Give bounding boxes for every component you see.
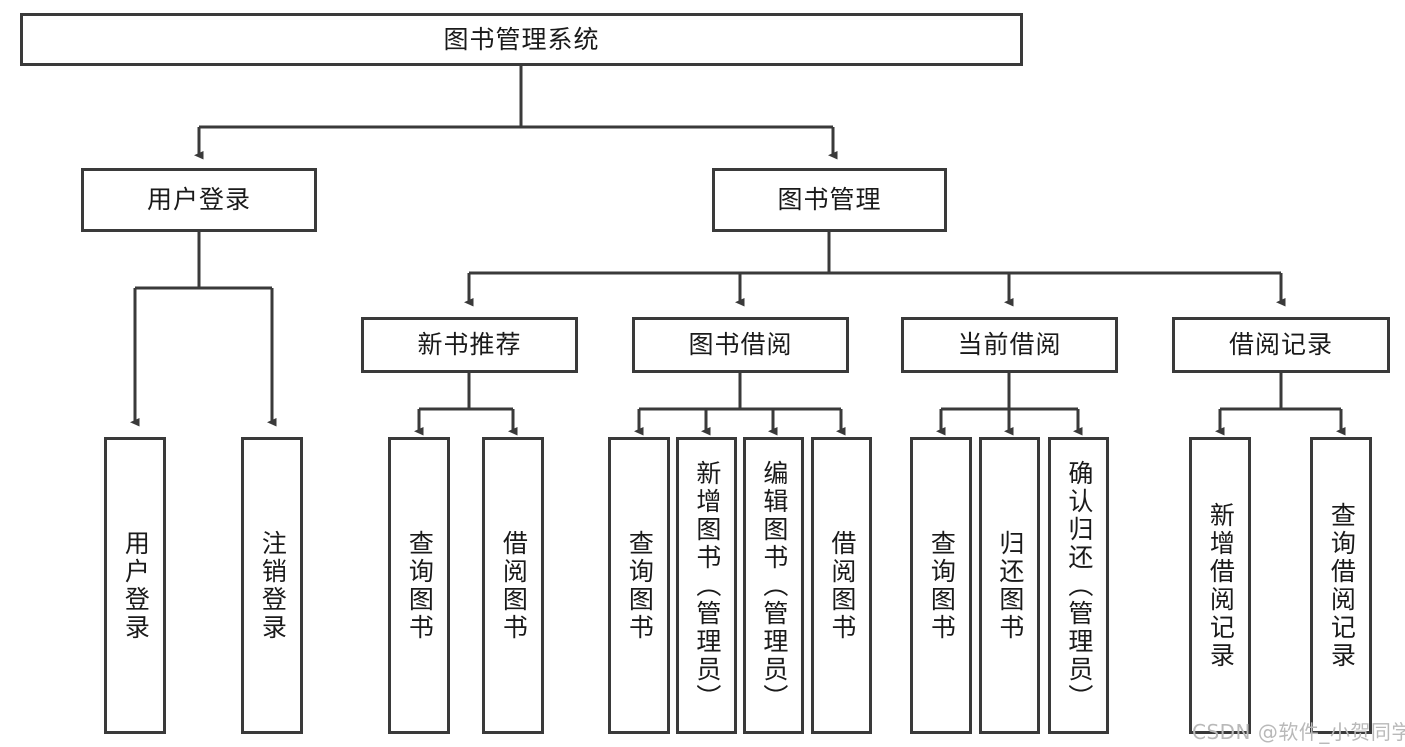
- node-label: 新增借阅记录: [1206, 501, 1236, 670]
- node-label: 图书借阅: [688, 330, 793, 359]
- leaf-book-borrow-query[interactable]: 查询图书: [608, 437, 670, 734]
- node-new-book-recommendation[interactable]: 新书推荐: [361, 317, 578, 373]
- leaf-user-login-login[interactable]: 用户登录: [104, 437, 166, 734]
- node-label: 图书管理: [777, 185, 882, 214]
- node-borrow-record[interactable]: 借阅记录: [1172, 317, 1390, 373]
- leaf-book-borrow-add-admin[interactable]: 新增图书（管理员）: [676, 437, 737, 734]
- leaf-new-book-borrow[interactable]: 借阅图书: [482, 437, 544, 734]
- leaf-borrow-record-add[interactable]: 新增借阅记录: [1189, 437, 1251, 734]
- node-label: 注销登录: [258, 529, 288, 642]
- node-user-login[interactable]: 用户登录: [81, 168, 317, 232]
- leaf-current-borrow-confirm-admin[interactable]: 确认归还（管理员）: [1048, 437, 1109, 734]
- leaf-current-borrow-return[interactable]: 归还图书: [979, 437, 1040, 734]
- node-root-book-management-system[interactable]: 图书管理系统: [20, 13, 1023, 66]
- node-label: 新增图书（管理员）: [692, 459, 722, 712]
- node-label: 借阅记录: [1228, 330, 1333, 359]
- leaf-book-borrow-borrow[interactable]: 借阅图书: [811, 437, 872, 734]
- node-label: 新书推荐: [417, 330, 522, 359]
- leaf-user-login-logout[interactable]: 注销登录: [241, 437, 303, 734]
- node-label: 借阅图书: [827, 529, 857, 642]
- node-label: 查询借阅记录: [1327, 501, 1357, 670]
- node-book-management[interactable]: 图书管理: [712, 168, 947, 232]
- node-label: 查询图书: [625, 529, 655, 642]
- node-label: 确认归还（管理员）: [1064, 459, 1094, 712]
- node-label: 当前借阅: [957, 330, 1062, 359]
- leaf-book-borrow-edit-admin[interactable]: 编辑图书（管理员）: [743, 437, 804, 734]
- node-label: 借阅图书: [499, 529, 529, 642]
- node-label: 查询图书: [927, 529, 957, 642]
- node-label: 用户登录: [146, 185, 251, 214]
- node-current-borrowing[interactable]: 当前借阅: [901, 317, 1118, 373]
- node-label: 图书管理系统: [443, 24, 600, 54]
- leaf-new-book-query[interactable]: 查询图书: [388, 437, 450, 734]
- leaf-current-borrow-query[interactable]: 查询图书: [910, 437, 972, 734]
- node-label: 用户登录: [121, 529, 151, 642]
- node-label: 查询图书: [405, 529, 435, 642]
- node-label: 编辑图书（管理员）: [759, 459, 789, 712]
- node-book-borrowing[interactable]: 图书借阅: [632, 317, 849, 373]
- node-label: 归还图书: [995, 529, 1025, 642]
- leaf-borrow-record-query[interactable]: 查询借阅记录: [1310, 437, 1372, 734]
- watermark-text: CSDN @软件_小贺同学: [1192, 720, 1405, 744]
